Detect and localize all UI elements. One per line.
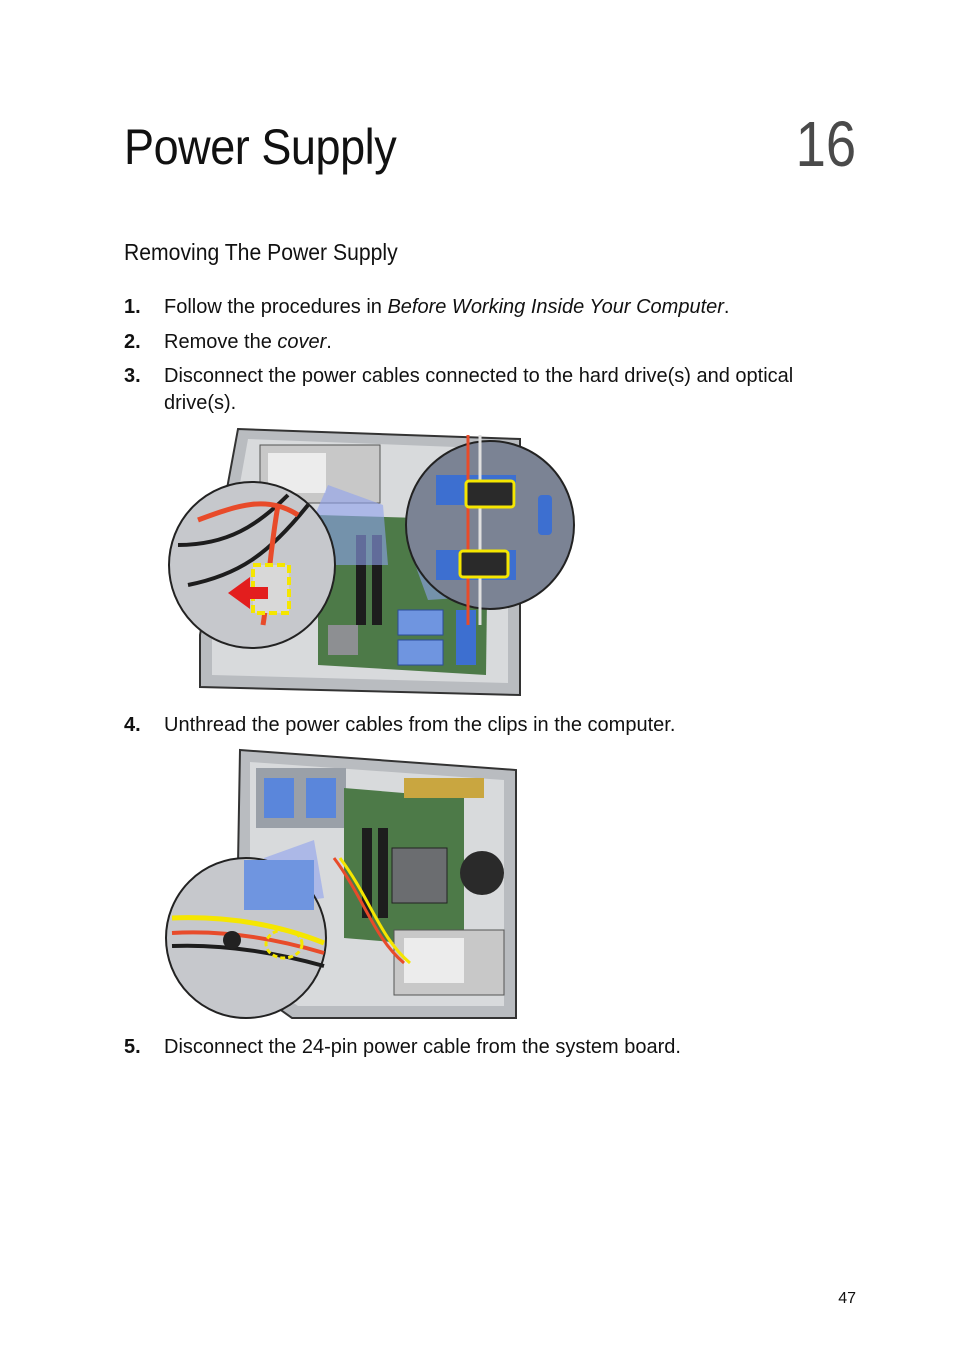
step-text: Unthread the power cables from the clips… (164, 714, 676, 736)
step-number: 5. (124, 1036, 141, 1058)
drive-bay (264, 778, 294, 818)
memory-slot (362, 828, 372, 918)
memory-slot (356, 535, 366, 625)
drive-bay (397, 609, 444, 636)
psu-label (404, 938, 464, 983)
cross-reference-link[interactable]: Before Working Inside Your Computer (387, 296, 724, 318)
arrow-left-icon (228, 577, 268, 609)
step-text: Disconnect the power cables connected to… (164, 365, 794, 414)
drive-bay-detail (244, 860, 314, 910)
chapter-number: 16 (795, 108, 856, 180)
expansion-card (404, 778, 484, 798)
section-title: Removing The Power Supply (124, 239, 398, 265)
memory-slot (378, 828, 388, 918)
step-number: 3. (124, 365, 141, 387)
cpu-heatsink (391, 847, 448, 904)
page-number: 47 (838, 1290, 856, 1307)
figure-unthread-cables (165, 748, 517, 1019)
detail-inset-left (168, 481, 336, 649)
step-text: Remove the cover. (164, 331, 332, 353)
drive-bay (397, 639, 444, 666)
step-text: Follow the procedures in Before Working … (164, 296, 730, 318)
drive-bay (306, 778, 336, 818)
cross-reference-link[interactable]: cover (277, 331, 327, 353)
drive-clip (456, 610, 476, 665)
memory-slot (372, 535, 382, 625)
step-number: 4. (124, 714, 141, 736)
step-text: Disconnect the 24-pin power cable from t… (164, 1036, 681, 1058)
cable-clip (223, 931, 241, 949)
step-number: 1. (124, 296, 141, 318)
figure-disconnect-drive-cables (168, 427, 575, 697)
step-number: 2. (124, 331, 141, 353)
chipset-heatsink (328, 625, 358, 655)
power-connector-highlight (464, 479, 516, 509)
cable-clip-highlight (264, 928, 304, 960)
chapter-title: Power Supply (124, 119, 397, 175)
fan (460, 851, 504, 895)
power-connector-highlight (458, 549, 510, 579)
